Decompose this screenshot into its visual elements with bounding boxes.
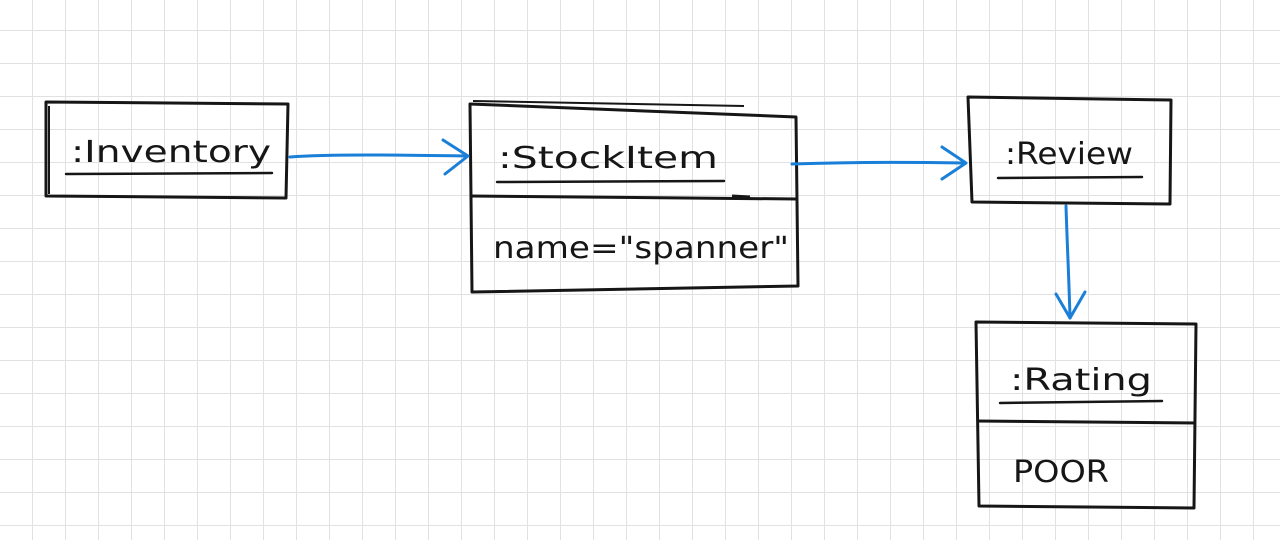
- object-box-rating[interactable]: :Rating POOR: [974, 320, 1198, 510]
- link-line: [1064, 204, 1072, 320]
- object-box-stockitem-divider: [469, 194, 798, 201]
- object-box-review-outline: [966, 95, 1173, 206]
- link-inventory-to-stockitem[interactable]: [288, 138, 470, 176]
- object-name-underline-stockitem: [495, 179, 726, 184]
- object-name-inventory: :Inventory: [71, 135, 271, 170]
- arrowhead-icon: [441, 138, 470, 176]
- object-attribute-stockitem-name: name="spanner": [493, 231, 789, 266]
- object-name-review: :Review: [1005, 137, 1133, 172]
- object-attribute-rating-value: POOR: [1013, 455, 1109, 490]
- object-box-stockitem[interactable]: :StockItem name="spanner": [468, 100, 800, 294]
- object-box-review[interactable]: :Review: [966, 95, 1173, 206]
- object-name-underline-review: [996, 175, 1144, 180]
- link-line: [790, 160, 966, 166]
- link-stockitem-to-review[interactable]: [790, 145, 968, 181]
- link-review-to-rating[interactable]: [1054, 204, 1087, 320]
- object-name-stockitem: :StockItem: [498, 141, 718, 176]
- arrowhead-icon: [1054, 290, 1087, 320]
- object-name-rating: :Rating: [1010, 363, 1152, 398]
- object-box-inventory[interactable]: :Inventory: [44, 100, 290, 200]
- object-name-underline-rating: [998, 399, 1164, 405]
- object-name-underline-inventory: [64, 171, 274, 176]
- object-box-rating-outline: [974, 320, 1198, 510]
- object-box-stockitem-outline: [468, 102, 800, 294]
- object-box-stockitem-top-stroke: [472, 100, 745, 107]
- object-box-inventory-outline: [44, 100, 290, 200]
- link-line: [288, 153, 468, 159]
- arrowhead-icon: [940, 145, 968, 181]
- object-box-rating-divider: [976, 419, 1197, 425]
- object-box-stockitem-divider-extra: [731, 194, 751, 199]
